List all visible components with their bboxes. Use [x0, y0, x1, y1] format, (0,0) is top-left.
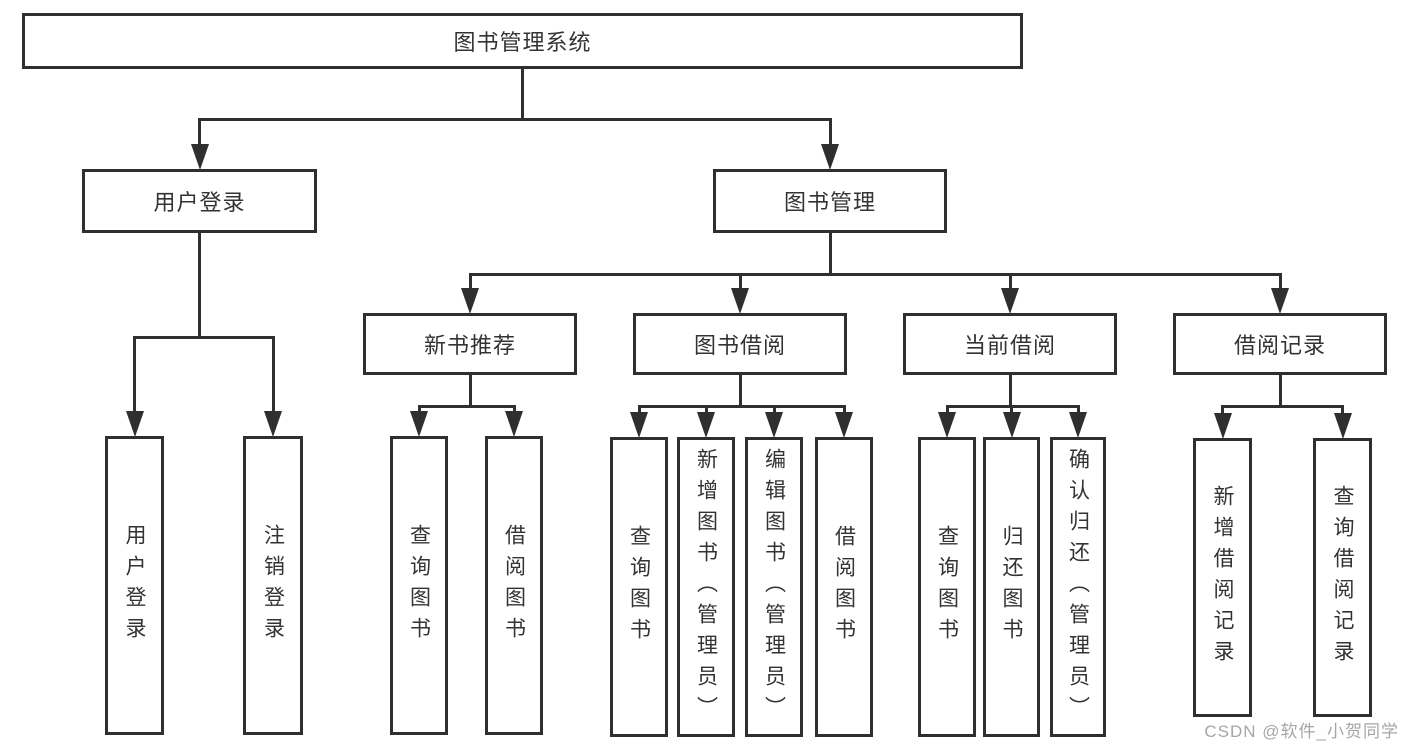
node-label-v-user-login: 用户登录 [123, 523, 146, 648]
node-label-v-borrow-book-2: 借阅图书 [832, 525, 856, 649]
connector-stem [198, 233, 201, 339]
node-label-v-query-book-3: 查询图书 [935, 525, 959, 649]
connector-drop [1008, 273, 1012, 291]
connector-drop [738, 273, 742, 291]
arrow-down-icon [461, 288, 479, 314]
arrow-down-icon [731, 288, 749, 314]
arrow-down-icon [821, 144, 839, 170]
connector-split [468, 273, 1282, 276]
node-label-book-borrow: 图书借阅 [693, 333, 786, 358]
node-v-query-record: 查询借阅记录 [1313, 438, 1372, 717]
arrow-down-icon [938, 412, 956, 438]
connector-drop [828, 118, 832, 147]
node-label-current-borrow: 当前借阅 [963, 333, 1056, 358]
node-label-v-query-book-1: 查询图书 [407, 523, 431, 648]
arrow-down-icon [1271, 288, 1289, 314]
connector-drop [1221, 405, 1224, 416]
arrow-down-icon [1213, 413, 1232, 439]
arrow-down-icon [765, 412, 783, 438]
arrow-down-icon [1002, 412, 1021, 438]
connector-split [133, 336, 275, 339]
node-label-v-edit-book: 编辑图书（管理员） [762, 447, 786, 727]
connector-stem [1278, 375, 1282, 408]
node-v-confirm-return: 确认归还（管理员） [1050, 437, 1106, 737]
watermark: CSDN @软件_小贺同学 [1204, 722, 1399, 741]
node-current-borrow: 当前借阅 [903, 313, 1117, 375]
node-label-v-add-record: 新增借阅记录 [1211, 484, 1234, 671]
node-v-return-book: 归还图书 [983, 437, 1040, 737]
connector-drop [1341, 405, 1344, 416]
arrow-down-icon [410, 411, 428, 437]
connector-split [1221, 405, 1344, 408]
node-label-v-confirm-return: 确认归还（管理员） [1066, 447, 1090, 727]
node-v-borrow-book-2: 借阅图书 [815, 437, 873, 737]
node-book-mgmt: 图书管理 [713, 169, 947, 233]
arrow-down-icon [1333, 413, 1352, 439]
node-book-borrow: 图书借阅 [633, 313, 847, 375]
node-label-v-logout: 注销登录 [261, 523, 285, 648]
connector-drop [468, 273, 472, 291]
node-label-v-query-record: 查询借阅记录 [1331, 484, 1354, 671]
connector-stem [1008, 375, 1012, 408]
arrow-down-icon [1069, 412, 1087, 438]
node-label-user-login: 用户登录 [153, 190, 246, 215]
connector-drop [704, 405, 708, 415]
connector-stem [468, 375, 472, 408]
node-label-new-book-rec: 新书推荐 [423, 333, 516, 358]
connector-drop [842, 405, 846, 415]
node-v-user-login: 用户登录 [105, 436, 164, 735]
connector-drop [133, 336, 136, 414]
node-label-v-return-book: 归还图书 [1000, 525, 1023, 649]
node-v-query-book-2: 查询图书 [610, 437, 668, 737]
node-label-v-borrow-book-1: 借阅图书 [502, 523, 526, 648]
node-new-book-rec: 新书推荐 [363, 313, 577, 375]
node-label-v-query-book-2: 查询图书 [627, 525, 651, 649]
node-v-logout: 注销登录 [243, 436, 303, 735]
connector-drop [1010, 405, 1013, 415]
connector-stem [738, 375, 742, 408]
node-v-edit-book: 编辑图书（管理员） [745, 437, 803, 737]
node-v-borrow-book-1: 借阅图书 [485, 436, 543, 735]
node-v-query-book-1: 查询图书 [390, 436, 448, 735]
connector-drop [271, 336, 275, 414]
node-label-book-mgmt: 图书管理 [783, 190, 876, 215]
node-user-login: 用户登录 [82, 169, 317, 233]
node-label-v-add-book: 新增图书（管理员） [694, 447, 718, 727]
arrow-down-icon [835, 412, 853, 438]
connector-drop [637, 405, 641, 415]
connector-split [198, 118, 832, 121]
arrow-down-icon [697, 412, 715, 438]
connector-drop [198, 118, 201, 147]
arrow-down-icon [264, 411, 282, 437]
connector-drop [417, 405, 421, 414]
node-root: 图书管理系统 [22, 13, 1023, 69]
node-borrow-records: 借阅记录 [1173, 313, 1387, 375]
connector-split [417, 405, 516, 408]
connector-drop [945, 405, 949, 415]
connector-drop [772, 405, 776, 415]
connector-stem [521, 69, 524, 121]
node-v-query-book-3: 查询图书 [918, 437, 976, 737]
connector-split [637, 405, 846, 408]
arrow-down-icon [125, 411, 144, 437]
arrow-down-icon [505, 411, 523, 437]
node-v-add-record: 新增借阅记录 [1193, 438, 1252, 717]
arrow-down-icon [630, 412, 648, 438]
connector-drop [1278, 273, 1282, 291]
node-label-root: 图书管理系统 [453, 30, 592, 55]
connector-drop [1076, 405, 1080, 415]
node-v-add-book: 新增图书（管理员） [677, 437, 735, 737]
arrow-down-icon [190, 144, 209, 170]
arrow-down-icon [1001, 288, 1019, 314]
node-label-borrow-records: 借阅记录 [1233, 333, 1326, 358]
connector-stem [828, 233, 832, 276]
connector-drop [512, 405, 516, 414]
